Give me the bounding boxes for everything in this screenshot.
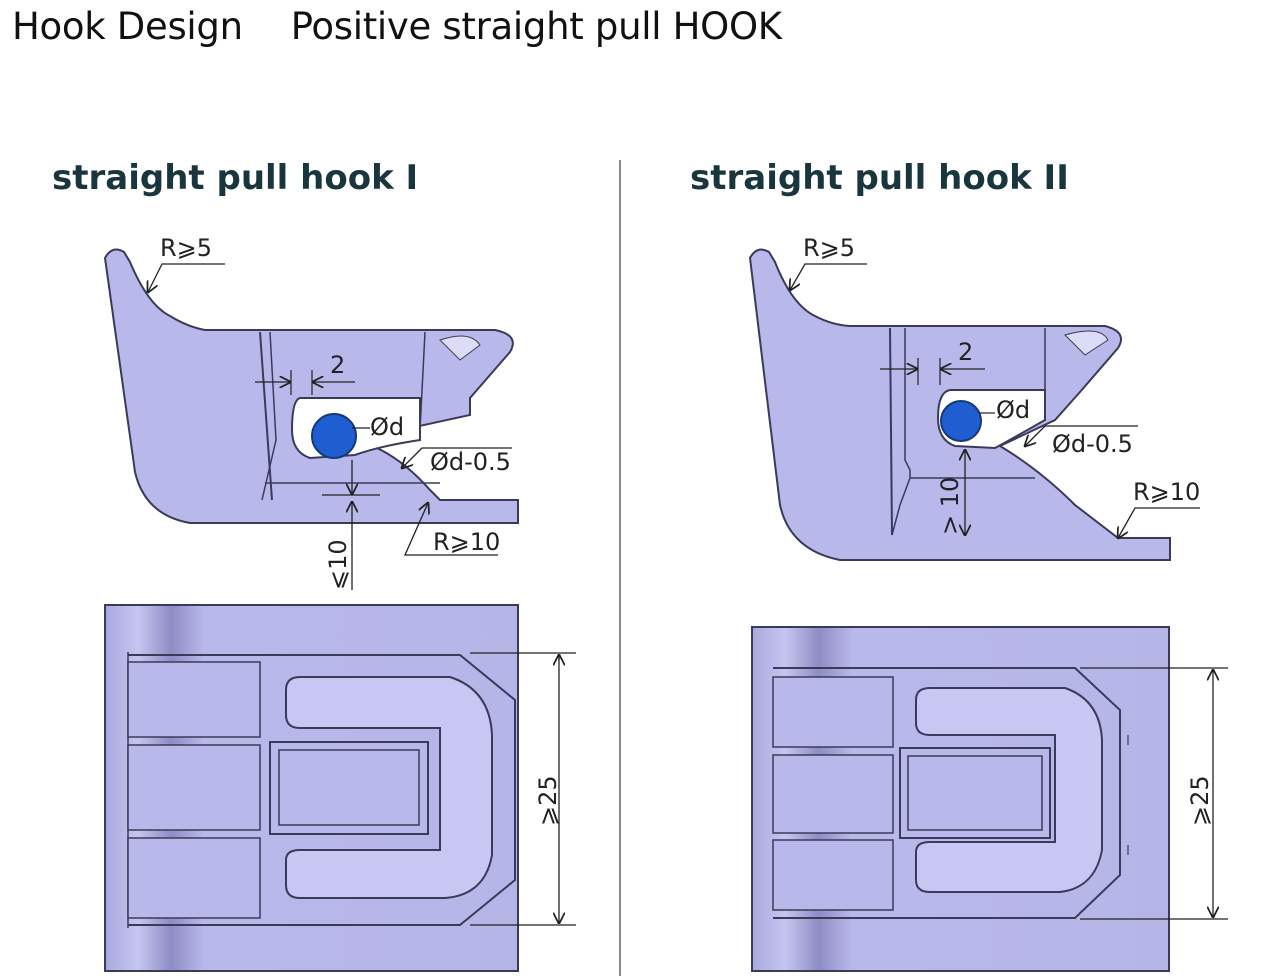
panel-title-hook-2: straight pull hook II bbox=[690, 158, 1069, 198]
page-header: Hook Design Positive straight pull HOOK bbox=[12, 0, 782, 52]
panel-divider bbox=[619, 160, 621, 976]
header-category: Hook Design bbox=[12, 4, 243, 48]
hook-1-corner-radius-label: R⩾5 bbox=[160, 234, 212, 262]
hook-2-pin bbox=[940, 400, 982, 442]
hook-1-gap-label: 2 bbox=[330, 351, 345, 379]
hook-2-width-label: ⩾25 bbox=[1186, 775, 1214, 826]
hook-2-corner-radius-label: R⩾5 bbox=[803, 234, 855, 262]
hook-2-top-view: ⩾25 bbox=[751, 626, 1228, 972]
hook-2-top-latch bbox=[915, 687, 1103, 893]
hook-1-base-radius-label: R⩾10 bbox=[433, 528, 500, 556]
hook-1-top-latch bbox=[285, 676, 493, 899]
hook-2-side-view: R⩾5 2 Ød Ød-0.5 > 10 R⩾10 bbox=[748, 234, 1200, 561]
hook-2-pin-label: Ød bbox=[996, 396, 1030, 424]
hook-2-base-radius-label: R⩾10 bbox=[1133, 478, 1200, 506]
hook-2-slot-label: Ød-0.5 bbox=[1052, 430, 1133, 458]
hook-1-height-label: ⩽10 bbox=[324, 539, 352, 590]
hook-1-top-view: ⩾25 bbox=[104, 604, 576, 972]
hook-2-gap-label: 2 bbox=[958, 338, 973, 366]
hook-2-height-label: > 10 bbox=[936, 477, 964, 535]
hook-1-pin-label: Ød bbox=[370, 413, 404, 441]
hook-1-width-label: ⩾25 bbox=[534, 775, 562, 826]
panel-title-hook-1: straight pull hook I bbox=[52, 158, 419, 198]
hook-1-side-view: R⩾5 2 Ød Ød-0.5 ⩽10 R⩾10 bbox=[103, 234, 519, 590]
hook-1-pin bbox=[311, 413, 357, 459]
hook-1-slot-label: Ød-0.5 bbox=[430, 448, 511, 476]
header-subtitle: Positive straight pull HOOK bbox=[290, 4, 782, 48]
